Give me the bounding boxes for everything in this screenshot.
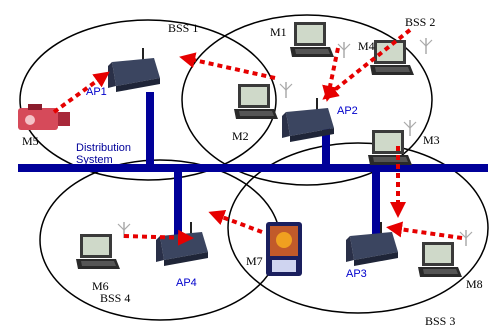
antenna-icon [337, 41, 351, 59]
link-m8-ap3 [386, 221, 463, 240]
distribution-system-label: System [76, 154, 113, 166]
station-label: M8 [466, 277, 483, 291]
link-m7-ap4 [208, 210, 263, 234]
station-label: M2 [232, 129, 249, 143]
ap-label: AP1 [86, 86, 107, 98]
bss2-ellipse [181, 14, 433, 186]
bss-label: BSS 4 [100, 291, 130, 305]
pda-icon [266, 222, 302, 276]
bss-label: BSS 3 [425, 314, 455, 328]
antenna-icon [419, 37, 433, 55]
ap4-drop-line [174, 170, 182, 236]
station-label: M5 [22, 134, 39, 148]
link-m5-ap1 [52, 71, 110, 114]
access-point-icon [107, 47, 161, 93]
bss-label: BSS 1 [168, 21, 198, 35]
access-point-icon [281, 97, 335, 143]
station-label: M6 [92, 279, 109, 293]
link-m2-ap1 [179, 52, 276, 80]
bss3-ellipse [227, 142, 489, 314]
laptop-icon [76, 234, 120, 269]
antenna-icon [403, 119, 417, 137]
laptop-icon [418, 242, 462, 277]
ap-label: AP2 [337, 105, 358, 117]
ap1-drop-line [146, 92, 154, 166]
ap-label: AP3 [346, 268, 367, 280]
ap3-drop-line [372, 170, 380, 236]
station-label: M1 [270, 25, 287, 39]
station-label: M4 [358, 39, 375, 53]
distribution-system-label: Distribution [76, 142, 131, 154]
camcorder-icon [18, 104, 70, 130]
bss1-ellipse [19, 19, 277, 181]
ap-label: AP4 [176, 277, 197, 289]
link-m6-ap4 [123, 229, 194, 246]
laptop-icon [234, 84, 278, 119]
laptop-icon [368, 130, 412, 165]
ap2-drop-line [322, 128, 330, 166]
distribution-backbone [18, 164, 488, 172]
antenna-icon [279, 81, 293, 99]
laptop-icon [290, 22, 334, 57]
laptop-icon [370, 40, 414, 75]
station-label: M7 [246, 254, 263, 268]
bss-label: BSS 2 [405, 15, 435, 29]
station-label: M3 [423, 133, 440, 147]
